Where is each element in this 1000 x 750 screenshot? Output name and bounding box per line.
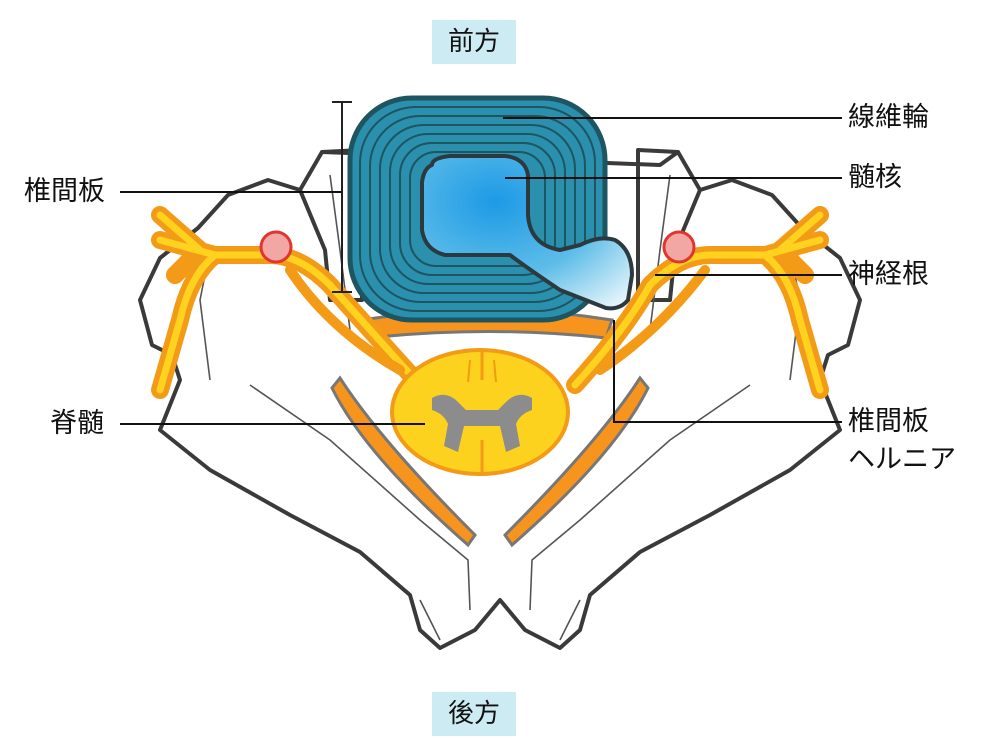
label-intervertebral-disc: 椎間板: [24, 176, 105, 207]
left-ganglion: [259, 230, 293, 264]
leader-lines: [120, 117, 842, 425]
label-annulus-fibrosus: 線維輪: [848, 102, 929, 133]
front-tag: 前方: [432, 20, 516, 64]
disc-bracket: [332, 101, 352, 293]
label-disc-herniation-line1: 椎間板: [848, 406, 929, 437]
back-tag: 後方: [432, 692, 516, 736]
spinal-cord: [390, 348, 570, 476]
label-nucleus-pulposus: 髄核: [848, 162, 902, 193]
label-disc-herniation-line2: ヘルニア: [848, 444, 956, 475]
nucleus-pulposus: [420, 154, 634, 311]
label-nerve-root: 神経根: [848, 259, 929, 290]
label-spinal-cord: 脊髄: [50, 408, 104, 439]
right-ganglion: [662, 230, 696, 264]
